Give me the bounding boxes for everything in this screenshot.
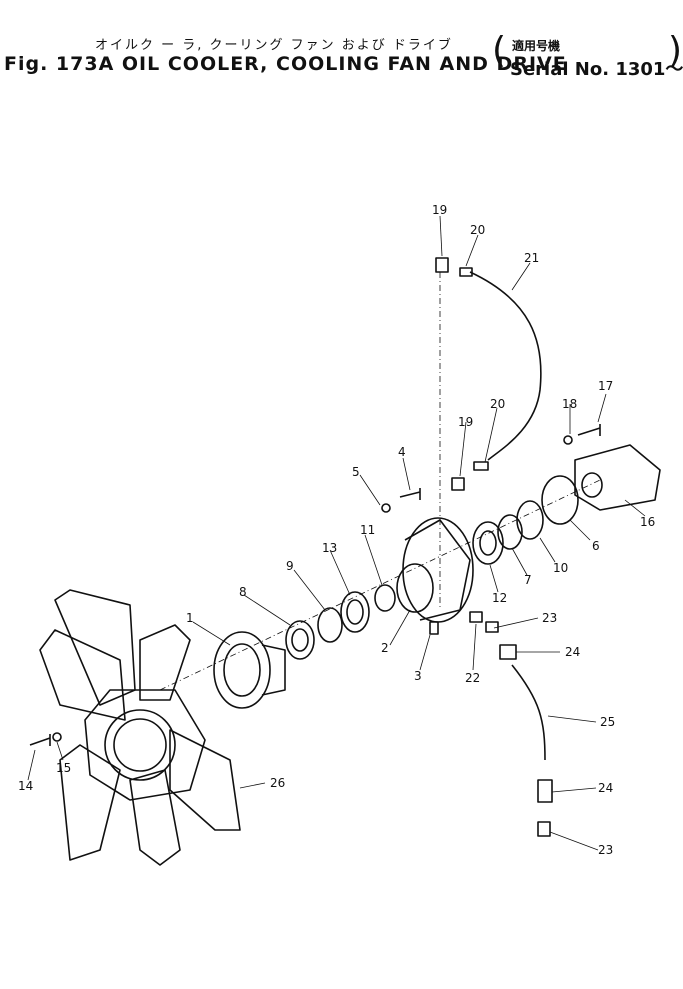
oil-seal <box>285 620 315 660</box>
callout-part-6: 6 <box>592 539 600 553</box>
callout-part-4: 4 <box>398 445 406 459</box>
snap-ring <box>317 607 343 643</box>
drive-housing <box>396 517 474 623</box>
callout-part-14: 14 <box>18 779 33 793</box>
callout-part-23-upper: 23 <box>542 611 557 625</box>
bolt-14 <box>29 734 51 746</box>
elbow-19-top <box>435 257 449 273</box>
serial-label-japanese: 適用号機 <box>512 39 561 53</box>
bolt-4 <box>399 488 421 500</box>
callout-part-19-top: 19 <box>432 203 447 217</box>
bearing-front <box>340 591 370 633</box>
callout-part-19-lower: 19 <box>458 415 473 429</box>
hydraulic-pump <box>574 444 661 511</box>
plug-3 <box>429 621 439 635</box>
callout-part-17: 17 <box>598 379 613 393</box>
washer-18 <box>563 435 573 445</box>
washer-15 <box>52 732 62 742</box>
close-paren: ) <box>668 30 683 71</box>
callout-part-16: 16 <box>640 515 655 529</box>
callout-part-15: 15 <box>56 761 71 775</box>
bearing-rear <box>472 521 504 565</box>
spacer <box>374 584 396 612</box>
callout-part-1: 1 <box>186 611 194 625</box>
callout-part-13: 13 <box>322 541 337 555</box>
callout-part-3: 3 <box>414 669 422 683</box>
callout-part-18: 18 <box>562 397 577 411</box>
callout-part-21: 21 <box>524 251 539 265</box>
figure-title: Fig. 173A OIL COOLER, COOLING FAN AND DR… <box>4 53 567 75</box>
callout-part-12: 12 <box>492 591 507 605</box>
part-callouts: 1 2 3 4 5 6 7 8 9 10 11 12 13 14 15 16 1… <box>18 203 655 857</box>
o-ring <box>541 475 579 525</box>
callout-part-22: 22 <box>465 671 480 685</box>
fan-blade-assembly <box>39 589 241 866</box>
callout-part-24-lower: 24 <box>598 781 613 795</box>
serial-number: Serial No. 1301～ <box>510 59 683 80</box>
fan-pulley-hub <box>213 631 286 709</box>
callout-part-25: 25 <box>600 715 615 729</box>
callout-part-8: 8 <box>239 585 247 599</box>
callout-part-9: 9 <box>286 559 294 573</box>
callout-part-10: 10 <box>553 561 568 575</box>
callout-part-24-upper: 24 <box>565 645 580 659</box>
callout-part-23-lower: 23 <box>598 843 613 857</box>
callout-part-26: 26 <box>270 776 285 790</box>
callout-part-2: 2 <box>381 641 389 655</box>
bolt-17 <box>577 424 601 436</box>
callout-part-11: 11 <box>360 523 375 537</box>
fitting-22 <box>469 611 483 623</box>
open-paren: ( <box>492 30 507 71</box>
hose-25 <box>511 664 546 761</box>
title-japanese: オイルク ー ラ, クーリング ファン および ドライブ <box>95 38 453 53</box>
callout-part-20-top: 20 <box>470 223 485 237</box>
callout-part-20-lower: 20 <box>490 397 505 411</box>
callout-part-5: 5 <box>352 465 360 479</box>
washer-5 <box>381 503 391 513</box>
callout-part-7: 7 <box>524 573 532 587</box>
hose-21 <box>469 271 542 461</box>
